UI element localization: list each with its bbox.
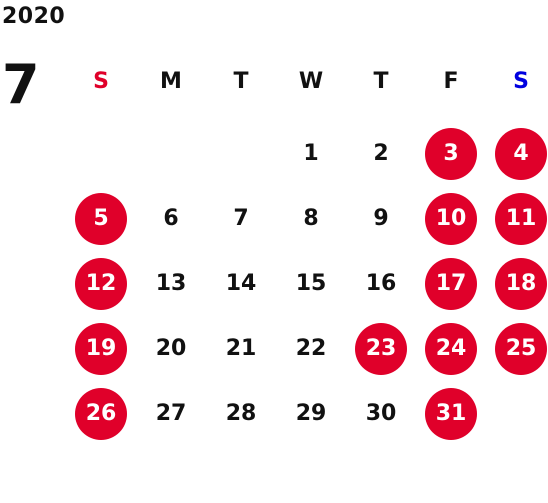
- day-cell[interactable]: 23: [346, 316, 416, 381]
- day-cell[interactable]: 8: [276, 186, 346, 251]
- day-number: 16: [365, 271, 397, 296]
- highlighted-day-number: 26: [75, 387, 127, 440]
- day-cell[interactable]: 16: [346, 251, 416, 316]
- highlighted-day-number: 25: [495, 322, 547, 375]
- weekday-header: T: [373, 68, 389, 94]
- day-number: 21: [225, 336, 257, 361]
- day-number: 8: [303, 206, 319, 231]
- day-cell[interactable]: 11: [486, 186, 548, 251]
- highlighted-day-number: 4: [495, 127, 547, 180]
- empty-day-cell: [136, 121, 206, 186]
- day-number: 29: [295, 401, 327, 426]
- weekday-header: S: [93, 68, 109, 94]
- day-cell[interactable]: 27: [136, 381, 206, 446]
- day-cell[interactable]: 12: [66, 251, 136, 316]
- highlighted-day-number: 19: [75, 322, 127, 375]
- day-cell[interactable]: 24: [416, 316, 486, 381]
- day-number: 27: [155, 401, 187, 426]
- day-cell[interactable]: 4: [486, 121, 548, 186]
- day-cell[interactable]: 15: [276, 251, 346, 316]
- day-cell[interactable]: 18: [486, 251, 548, 316]
- weekday-header: W: [298, 68, 324, 94]
- day-cell[interactable]: 5: [66, 186, 136, 251]
- day-cell[interactable]: 3: [416, 121, 486, 186]
- day-number: 28: [225, 401, 257, 426]
- day-number: 15: [295, 271, 327, 296]
- calendar-month: 7: [2, 53, 40, 116]
- highlighted-day-number: 23: [355, 322, 407, 375]
- day-cell[interactable]: 7: [206, 186, 276, 251]
- day-cell[interactable]: 1: [276, 121, 346, 186]
- weekday-header: S: [513, 68, 529, 94]
- day-number: 20: [155, 336, 187, 361]
- day-cell[interactable]: 10: [416, 186, 486, 251]
- day-cell[interactable]: 13: [136, 251, 206, 316]
- weekday-header: M: [160, 68, 182, 94]
- highlighted-day-number: 17: [425, 257, 477, 310]
- day-cell[interactable]: 6: [136, 186, 206, 251]
- highlighted-day-number: 10: [425, 192, 477, 245]
- day-cell[interactable]: 20: [136, 316, 206, 381]
- day-cell[interactable]: 29: [276, 381, 346, 446]
- empty-day-cell: [66, 121, 136, 186]
- day-number: 9: [373, 206, 389, 231]
- highlighted-day-number: 12: [75, 257, 127, 310]
- day-number: 7: [233, 206, 249, 231]
- weekday-header: F: [443, 68, 459, 94]
- day-number: 13: [155, 271, 187, 296]
- day-number: 1: [303, 141, 319, 166]
- weekday-header: T: [233, 68, 249, 94]
- day-cell[interactable]: 2: [346, 121, 416, 186]
- day-cell[interactable]: 19: [66, 316, 136, 381]
- day-number: 6: [163, 206, 179, 231]
- day-cell[interactable]: 17: [416, 251, 486, 316]
- day-number: 14: [225, 271, 257, 296]
- calendar-year: 2020: [2, 4, 66, 29]
- highlighted-day-number: 18: [495, 257, 547, 310]
- day-cell[interactable]: 30: [346, 381, 416, 446]
- empty-day-cell: [206, 121, 276, 186]
- day-cell[interactable]: 31: [416, 381, 486, 446]
- day-cell[interactable]: 26: [66, 381, 136, 446]
- day-cell[interactable]: 14: [206, 251, 276, 316]
- day-number: 30: [365, 401, 397, 426]
- highlighted-day-number: 3: [425, 127, 477, 180]
- highlighted-day-number: 31: [425, 387, 477, 440]
- highlighted-day-number: 5: [75, 192, 127, 245]
- highlighted-day-number: 11: [495, 192, 547, 245]
- day-number: 22: [295, 336, 327, 361]
- day-cell[interactable]: 21: [206, 316, 276, 381]
- highlighted-day-number: 24: [425, 322, 477, 375]
- day-cell[interactable]: 9: [346, 186, 416, 251]
- day-cell[interactable]: 25: [486, 316, 548, 381]
- day-cell[interactable]: 28: [206, 381, 276, 446]
- day-cell[interactable]: 22: [276, 316, 346, 381]
- day-number: 2: [373, 141, 389, 166]
